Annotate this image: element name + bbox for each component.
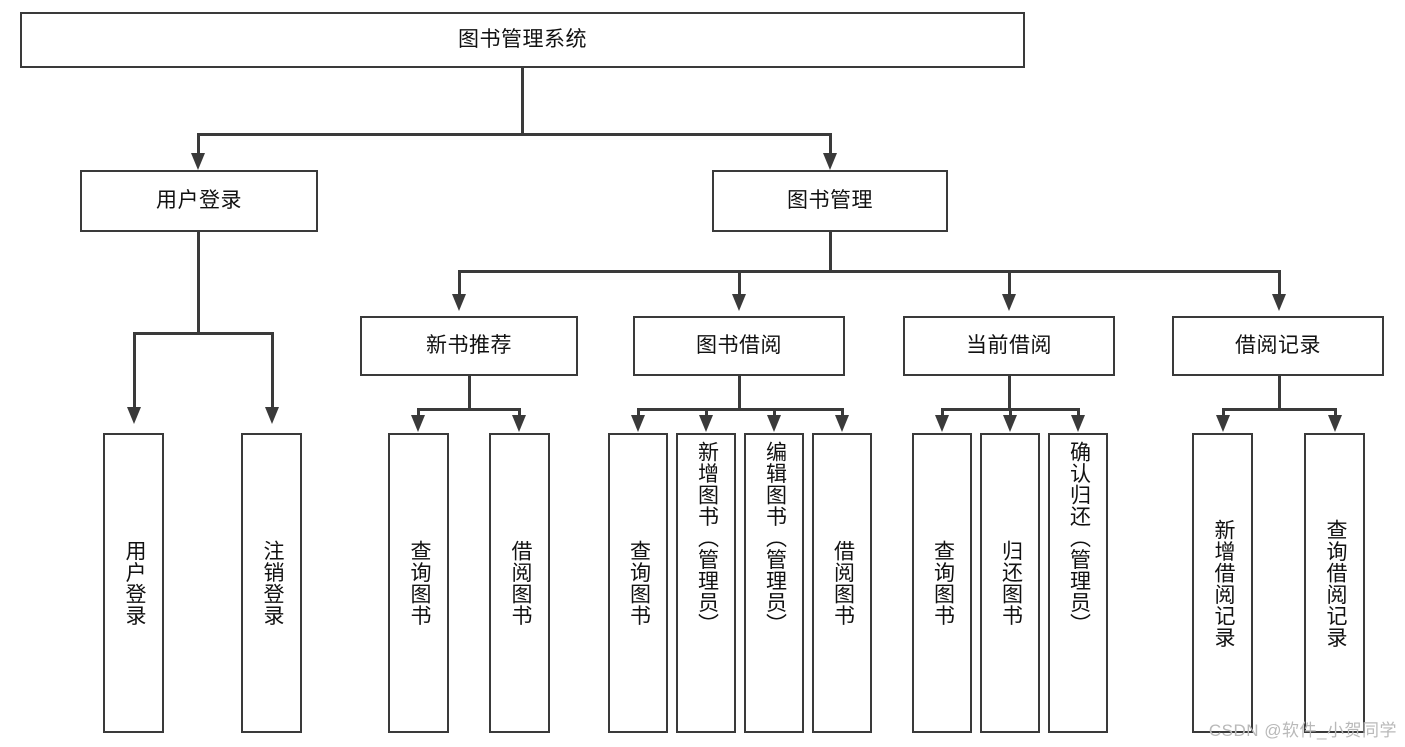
node-label: 查询图书 bbox=[407, 540, 431, 626]
edge-to-query-book-2 bbox=[637, 408, 640, 420]
arrow-to-book-management bbox=[823, 153, 837, 170]
arrow-to-borrow-record bbox=[1272, 294, 1286, 311]
edge-to-query-borrow-record bbox=[1334, 408, 1337, 420]
node-label: 用户登录 bbox=[156, 189, 242, 213]
arrow-to-book-borrow bbox=[732, 294, 746, 311]
node-label: 查询图书 bbox=[627, 540, 651, 626]
leaf-query-book-recommend[interactable]: 查询图书 bbox=[388, 433, 449, 733]
edge-level3-bar bbox=[458, 270, 1280, 273]
arrow-to-edit-book bbox=[767, 415, 781, 432]
arrow-to-new-book-recommend bbox=[452, 294, 466, 311]
arrow-to-user-login bbox=[191, 153, 205, 170]
edge-new-book-recommend-bar bbox=[417, 408, 520, 411]
node-label: 查询借阅记录 bbox=[1323, 518, 1347, 648]
edge-user-login-bar bbox=[133, 332, 273, 335]
edge-to-book-management bbox=[829, 133, 832, 159]
edge-user-login-stem bbox=[197, 232, 200, 334]
node-user-login[interactable]: 用户登录 bbox=[80, 170, 318, 232]
edge-level2-bar bbox=[197, 133, 831, 136]
leaf-query-book-current[interactable]: 查询图书 bbox=[912, 433, 972, 733]
edge-new-book-recommend-stem bbox=[468, 376, 471, 410]
edge-to-current-borrow bbox=[1008, 270, 1011, 297]
leaf-user-login[interactable]: 用户登录 bbox=[103, 433, 164, 733]
edge-to-logout-leaf bbox=[271, 332, 274, 410]
leaf-borrow-book-borrow[interactable]: 借阅图书 bbox=[812, 433, 872, 733]
arrow-to-confirm-return bbox=[1071, 415, 1085, 432]
edge-borrow-record-bar bbox=[1222, 408, 1336, 411]
edge-to-user-login bbox=[197, 133, 200, 159]
node-label: 确认归还（管理员） bbox=[1067, 441, 1091, 635]
edge-to-edit-book bbox=[773, 408, 776, 420]
leaf-query-book-borrow[interactable]: 查询图书 bbox=[608, 433, 668, 733]
edge-borrow-record-stem bbox=[1278, 376, 1281, 410]
node-current-borrow[interactable]: 当前借阅 bbox=[903, 316, 1115, 376]
arrow-to-query-borrow-record bbox=[1328, 415, 1342, 432]
node-label: 归还图书 bbox=[999, 540, 1023, 626]
node-book-borrow[interactable]: 图书借阅 bbox=[633, 316, 845, 376]
edge-to-borrow-book-2 bbox=[841, 408, 844, 420]
edge-to-user-login-leaf bbox=[133, 332, 136, 410]
edge-book-borrow-bar bbox=[637, 408, 843, 411]
edge-to-add-borrow-record bbox=[1222, 408, 1225, 420]
node-label: 注销登录 bbox=[260, 540, 284, 626]
node-book-management[interactable]: 图书管理 bbox=[712, 170, 948, 232]
edge-to-confirm-return bbox=[1077, 408, 1080, 420]
node-label: 图书管理 bbox=[787, 189, 873, 213]
node-label: 新书推荐 bbox=[426, 334, 512, 358]
edge-to-query-book-3 bbox=[941, 408, 944, 420]
arrow-to-return-book bbox=[1003, 415, 1017, 432]
node-label: 新增图书（管理员） bbox=[695, 441, 719, 635]
leaf-query-borrow-record[interactable]: 查询借阅记录 bbox=[1304, 433, 1365, 733]
node-label: 图书借阅 bbox=[696, 334, 782, 358]
arrow-to-borrow-book-1 bbox=[512, 415, 526, 432]
leaf-logout[interactable]: 注销登录 bbox=[241, 433, 302, 733]
arrow-to-logout-leaf bbox=[265, 407, 279, 424]
arrow-to-query-book-3 bbox=[935, 415, 949, 432]
node-label: 借阅图书 bbox=[508, 540, 532, 626]
arrow-to-query-book-1 bbox=[411, 415, 425, 432]
arrow-to-add-book bbox=[699, 415, 713, 432]
node-label: 借阅记录 bbox=[1235, 334, 1321, 358]
leaf-add-book-admin[interactable]: 新增图书（管理员） bbox=[676, 433, 736, 733]
edge-root-stem bbox=[521, 68, 524, 134]
edge-book-borrow-stem bbox=[738, 376, 741, 410]
node-new-book-recommend[interactable]: 新书推荐 bbox=[360, 316, 578, 376]
edge-to-book-borrow bbox=[738, 270, 741, 297]
node-label: 新增借阅记录 bbox=[1211, 518, 1235, 648]
edge-to-borrow-book-1 bbox=[518, 408, 521, 420]
edge-book-management-stem bbox=[829, 232, 832, 272]
node-root-book-management-system[interactable]: 图书管理系统 bbox=[20, 12, 1025, 68]
arrow-to-add-borrow-record bbox=[1216, 415, 1230, 432]
arrow-to-borrow-book-2 bbox=[835, 415, 849, 432]
leaf-borrow-book-recommend[interactable]: 借阅图书 bbox=[489, 433, 550, 733]
node-label: 编辑图书（管理员） bbox=[763, 441, 787, 635]
node-borrow-record[interactable]: 借阅记录 bbox=[1172, 316, 1384, 376]
edge-to-query-book-1 bbox=[417, 408, 420, 420]
edge-to-new-book-recommend bbox=[458, 270, 461, 297]
edge-to-return-book bbox=[1009, 408, 1012, 420]
leaf-add-borrow-record[interactable]: 新增借阅记录 bbox=[1192, 433, 1253, 733]
edge-to-add-book bbox=[705, 408, 708, 420]
node-label: 当前借阅 bbox=[966, 334, 1052, 358]
node-label: 借阅图书 bbox=[831, 540, 855, 626]
leaf-confirm-return-admin[interactable]: 确认归还（管理员） bbox=[1048, 433, 1108, 733]
node-label: 图书管理系统 bbox=[458, 28, 587, 52]
node-label: 用户登录 bbox=[122, 540, 146, 626]
arrow-to-current-borrow bbox=[1002, 294, 1016, 311]
arrow-to-user-login-leaf bbox=[127, 407, 141, 424]
leaf-return-book[interactable]: 归还图书 bbox=[980, 433, 1040, 733]
edge-to-borrow-record bbox=[1278, 270, 1281, 297]
node-label: 查询图书 bbox=[931, 540, 955, 626]
arrow-to-query-book-2 bbox=[631, 415, 645, 432]
leaf-edit-book-admin[interactable]: 编辑图书（管理员） bbox=[744, 433, 804, 733]
edge-current-borrow-stem bbox=[1008, 376, 1011, 410]
